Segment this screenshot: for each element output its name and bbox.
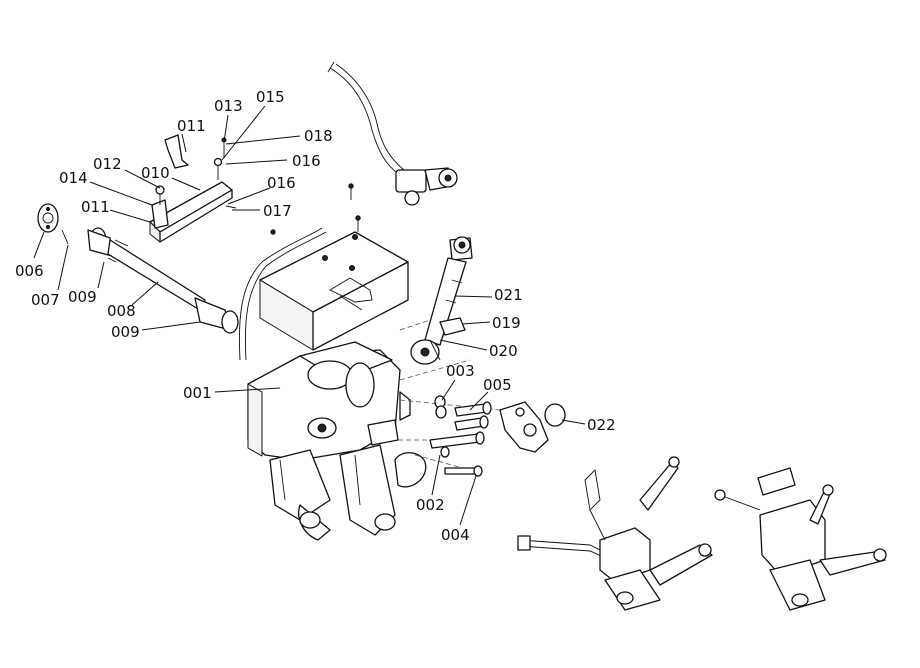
inset-assembly-left [517,456,713,611]
callout-014: 014 [59,169,88,187]
top-link-cylinder [410,236,473,365]
callout-010: 010 [141,164,170,182]
callout-013: 013 [214,97,243,115]
callout-022: 022 [587,416,616,434]
callout-016-top: 016 [292,152,321,170]
callout-011-top: 011 [177,117,206,135]
callout-019: 019 [492,314,521,332]
callout-017: 017 [263,202,292,220]
pins-and-washers [429,395,492,477]
callout-005: 005 [483,376,512,394]
callout-003: 003 [446,362,475,380]
hydraulic-hose [327,61,458,206]
callout-labels: 001 002 003 004 005 006 007 008 009 009 … [15,88,616,544]
callout-009-bottom: 009 [111,323,140,341]
callout-004: 004 [441,526,470,544]
callout-012: 012 [93,155,122,173]
callout-006: 006 [15,262,44,280]
callout-016-bottom: 016 [267,174,296,192]
bracket-assembly [149,134,237,243]
callout-009-top: 009 [68,288,97,306]
callout-002: 002 [416,496,445,514]
callout-008: 008 [107,302,136,320]
callout-001: 001 [183,384,212,402]
drive-shaft [37,203,239,334]
cover-housing [259,183,409,351]
lift-housing [247,341,427,541]
inset-assembly-right [714,467,887,611]
pipe [238,227,327,361]
callout-011-side: 011 [81,198,110,216]
callout-020: 020 [489,342,518,360]
callout-015: 015 [256,88,285,106]
callout-007: 007 [31,291,60,309]
callout-018: 018 [304,127,333,145]
callout-021: 021 [494,286,523,304]
bracket-022 [499,401,566,453]
leader-lines [33,105,586,526]
